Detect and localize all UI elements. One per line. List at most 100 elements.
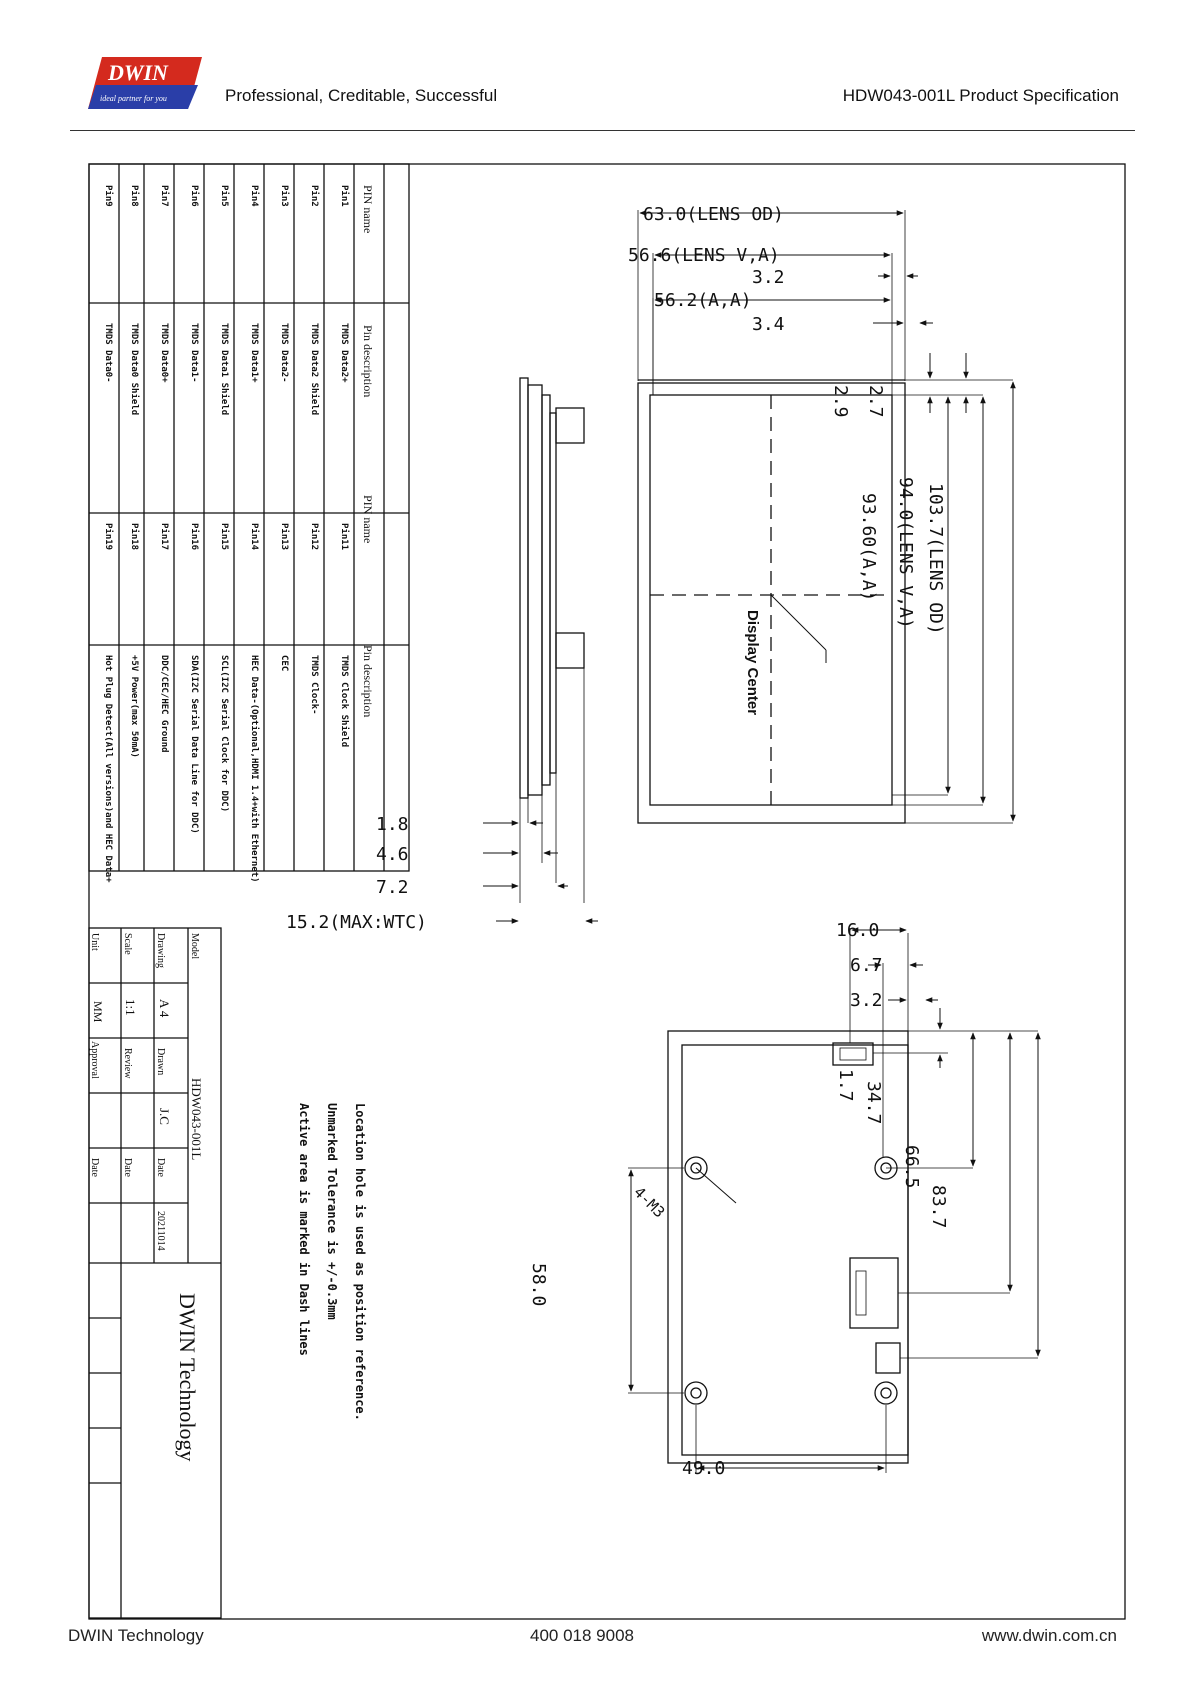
back-view-dimensions [628, 927, 1041, 1471]
dim-lens-od-height: 103.7(LENS OD) [925, 483, 946, 635]
pin-cell-desc-a: TMDS Data0- [103, 323, 113, 383]
pin-cell-pin-a: Pin5 [219, 185, 230, 207]
pin-cell-pin-a: Pin7 [159, 185, 170, 207]
mechanical-drawing: PIN name Pin description PIN name Pin de… [88, 163, 1126, 1620]
pin-header-4: Pin description [361, 645, 375, 717]
hole-callout: 4-M3 [630, 1183, 668, 1221]
dim-offset-3-2: 3.2 [752, 267, 785, 288]
dim-offset-2-9: 2.9 [830, 385, 851, 418]
pin-cell-pin-a: Pin9 [103, 185, 114, 207]
pin-cell-desc-a: TMDS Data0 Shield [129, 323, 140, 415]
dim-side-4-6: 4.6 [376, 844, 409, 865]
dim-back-16-0: 16.0 [836, 920, 879, 941]
dim-offset-3-4: 3.4 [752, 314, 785, 335]
tb-drawn-value: J.C [157, 1108, 172, 1125]
pin-cell-pin-a: Pin2 [309, 185, 320, 207]
front-view-dimensions [639, 210, 1016, 822]
tb-unit-value: MM [91, 1001, 105, 1023]
pin-cell-pin-a: Pin6 [189, 185, 200, 207]
dim-back-49-0: 49.0 [682, 1458, 725, 1479]
pin-cell-desc-a: TMDS Data1+ [249, 323, 259, 383]
dim-aa-height: 93.60(A,A) [858, 493, 879, 601]
side-view-dimensions [483, 820, 598, 924]
dim-side-15-2: 15.2(MAX:WTC) [286, 912, 427, 933]
pin-cell-desc-b: CEC [279, 655, 289, 671]
pin-header-2: Pin description [361, 325, 375, 397]
pin-cell-desc-a: TMDS Data1 Shield [219, 323, 230, 415]
pin-cell-desc-a: TMDS Data2+ [339, 323, 349, 383]
svg-text:ideal partner for you: ideal partner for you [100, 94, 167, 103]
tb-model-value: HDW043-001L [189, 1078, 204, 1160]
note-active-area: Active area is marked in Dash lines [297, 1103, 311, 1356]
company-tagline: Professional, Creditable, Successful [225, 86, 498, 105]
pin-cell-pin-b: Pin17 [159, 523, 170, 550]
dim-back-83-7: 83.7 [928, 1185, 949, 1228]
pin-cell-desc-b: TMDS Clock- [309, 655, 319, 715]
pin-cell-pin-a: Pin1 [339, 185, 350, 207]
pin-cell-desc-b: DDC/CEC/HEC Ground [159, 655, 169, 753]
footer-website: www.dwin.com.cn [981, 1626, 1117, 1645]
tb-approval-date-label: Date [89, 1158, 100, 1177]
pin-cell-pin-b: Pin14 [249, 523, 260, 551]
pin-cell-pin-b: Pin12 [309, 523, 320, 550]
display-center-label: Display Center [744, 610, 761, 715]
pin-cell-desc-a: TMDS Data2- [279, 323, 289, 383]
pin-cell-desc-b: SDA(I2C Serial Data Line for DDC) [189, 655, 200, 834]
dim-offset-2-7: 2.7 [865, 385, 886, 418]
note-tolerance: Unmarked Tolerance is +/-0.3mm [325, 1103, 339, 1320]
pin-cell-pin-a: Pin4 [249, 185, 260, 207]
pin-cell-pin-b: Pin13 [279, 523, 290, 550]
pin-cell-pin-b: Pin18 [129, 523, 140, 550]
pin-cell-desc-a: TMDS Data2 Shield [309, 323, 320, 415]
pin-cell-pin-b: Pin16 [189, 523, 200, 550]
spec-title: HDW043-001L Product Specification [842, 86, 1119, 105]
dim-back-3-2: 3.2 [850, 990, 883, 1011]
pin-cell-pin-b: Pin11 [339, 523, 350, 550]
back-view-outline [628, 928, 1038, 1473]
dim-aa-width: 56.2(A,A) [654, 290, 752, 311]
footer-phone: 400 018 9008 [530, 1626, 634, 1645]
dim-back-6-7: 6.7 [850, 955, 883, 976]
dim-back-58-0: 58.0 [528, 1263, 549, 1306]
page-header: DWIN ideal partner for you Professional,… [0, 0, 1199, 140]
front-view-outline [637, 210, 1013, 824]
pin-cell-pin-b: Pin15 [219, 523, 230, 550]
dim-lens-od-width: 63.0(LENS OD) [643, 204, 784, 225]
pin-cell-pin-a: Pin8 [129, 185, 140, 207]
dim-lens-va-width: 56.6(LENS V,A) [628, 245, 780, 266]
dim-side-1-8: 1.8 [376, 814, 409, 835]
tb-date-label: Date [155, 1158, 166, 1177]
dim-back-66-5: 66.5 [901, 1145, 922, 1188]
tb-model-label: Model [189, 933, 200, 959]
tb-drawing-label: Drawing [155, 933, 166, 968]
dim-back-34-7: 34.7 [863, 1081, 884, 1124]
tb-drawing-value: A 4 [157, 999, 172, 1018]
tb-unit-label: Unit [89, 933, 100, 951]
pin-cell-desc-b: SCL(I2C Serial Clock for DDC) [219, 655, 230, 812]
pin-cell-desc-b: Hot Plug Detect(All versions)and HEC Dat… [103, 655, 114, 883]
tb-review-label: Review [122, 1048, 133, 1079]
note-location-hole: Location hole is used as position refere… [353, 1103, 367, 1421]
pin-cell-pin-a: Pin3 [279, 185, 290, 207]
side-view-outline [519, 377, 585, 903]
tb-approval-label: Approval [89, 1041, 100, 1079]
dim-back-1-7: 1.7 [835, 1069, 856, 1102]
pin-cell-desc-b: TMDS Clock Shield [339, 655, 350, 747]
drawing-frame [88, 163, 1126, 1620]
footer-company: DWIN Technology [68, 1626, 204, 1645]
pin-cell-desc-a: TMDS Data1- [189, 323, 199, 383]
dim-side-7-2: 7.2 [376, 877, 409, 898]
pin-header-3: PIN name [361, 495, 375, 543]
tb-scale-label: Scale [122, 933, 133, 955]
tb-scale-value: 1:1 [123, 999, 138, 1016]
dim-lens-va-height: 94.0(LENS V,A) [895, 477, 916, 629]
pin-cell-desc-b: HEC Data-(Optional,HDMI 1.4+with Etherne… [249, 655, 260, 883]
tb-review-date-label: Date [122, 1158, 133, 1177]
pin-cell-desc-b: +5V Power(max 50mA) [129, 655, 139, 758]
pin-cell-desc-a: TMDS Data0+ [159, 323, 169, 383]
tb-company: DWIN Technology [175, 1293, 200, 1462]
svg-text:DWIN: DWIN [107, 60, 169, 85]
dwin-logo: DWIN ideal partner for you [88, 57, 202, 109]
tb-drawn-label: Drawn [155, 1048, 166, 1075]
tb-date-value: 20211014 [155, 1211, 166, 1251]
